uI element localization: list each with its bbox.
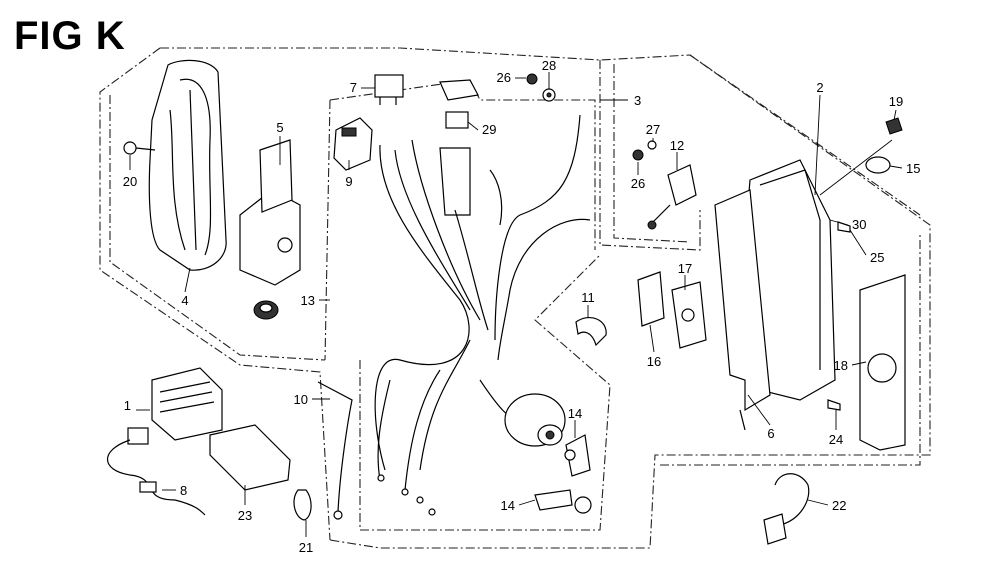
callout-1: 1 (124, 398, 131, 413)
part-12-terminal[interactable] (647, 164, 697, 230)
callout-21: 21 (299, 540, 313, 555)
part-22-ground-cord[interactable] (763, 473, 810, 545)
part-1-regulator[interactable] (127, 367, 223, 445)
callout-29: 29 (482, 122, 496, 137)
part-18-plate[interactable] (859, 274, 906, 451)
part-13-wire-harness[interactable] (374, 114, 591, 516)
part-10-rod[interactable] (317, 381, 353, 520)
part-24-screw[interactable] (827, 399, 841, 411)
callout-28: 28 (542, 58, 556, 73)
callout-2: 2 (816, 80, 823, 95)
callout-14-upper: 14 (568, 406, 582, 421)
part-9-connector[interactable] (333, 117, 373, 171)
part-7-relay[interactable] (374, 74, 404, 105)
part-26-nut-lower[interactable] (632, 149, 644, 161)
callout-10: 10 (294, 392, 308, 407)
part-19-bolt[interactable] (885, 117, 903, 135)
callout-27: 27 (646, 122, 660, 137)
callout-8: 8 (180, 483, 187, 498)
callout-5: 5 (276, 120, 283, 135)
callout-11: 11 (581, 290, 595, 305)
callout-20: 20 (123, 174, 137, 189)
callout-7: 7 (350, 80, 357, 95)
callout-3: 3 (634, 93, 641, 108)
callout-leader-lines (129, 72, 903, 537)
part-15-clamp[interactable] (865, 156, 891, 174)
part-6-panel[interactable] (714, 189, 771, 431)
part-17-breaker[interactable] (671, 281, 707, 349)
callout-14-lower: 14 (501, 498, 515, 513)
assembly-boundary-lines (99, 47, 931, 549)
grommet-part[interactable] (253, 300, 279, 320)
callout-13: 13 (301, 293, 315, 308)
part-4-cover[interactable] (148, 59, 227, 271)
part-11-clip[interactable] (575, 317, 607, 347)
part-14-key-lower[interactable] (534, 489, 592, 514)
callout-9: 9 (345, 174, 352, 189)
callout-26-lower: 26 (631, 176, 645, 191)
callout-30: 30 (852, 217, 866, 232)
fuse-holder-part[interactable] (439, 79, 479, 216)
callout-19: 19 (889, 94, 903, 109)
part-23-block[interactable] (209, 424, 291, 491)
callout-17: 17 (678, 261, 692, 276)
callout-18: 18 (834, 358, 848, 373)
part-8-lead-wire[interactable] (106, 439, 206, 516)
ignition-switch-part[interactable] (504, 393, 566, 447)
part-5-bracket[interactable] (239, 139, 301, 286)
callout-6: 6 (767, 426, 774, 441)
callout-16: 16 (647, 354, 661, 369)
callout-4: 4 (181, 293, 188, 308)
part-28-washer[interactable] (542, 88, 556, 102)
figure-title: FIG K (14, 14, 126, 58)
callout-26-upper: 26 (497, 70, 511, 85)
callout-24: 24 (829, 432, 843, 447)
callout-25: 25 (870, 250, 884, 265)
part-26-nut-upper[interactable] (526, 73, 538, 85)
part-27-washer[interactable] (647, 140, 657, 150)
part-20-screw[interactable] (123, 141, 156, 155)
part-21-clamp[interactable] (293, 489, 312, 521)
part-16-switch[interactable] (637, 271, 665, 327)
callout-22: 22 (832, 498, 846, 513)
part-14-key-upper[interactable] (564, 434, 591, 477)
callout-23: 23 (238, 508, 252, 523)
callout-15: 15 (906, 161, 920, 176)
callout-12: 12 (670, 138, 684, 153)
